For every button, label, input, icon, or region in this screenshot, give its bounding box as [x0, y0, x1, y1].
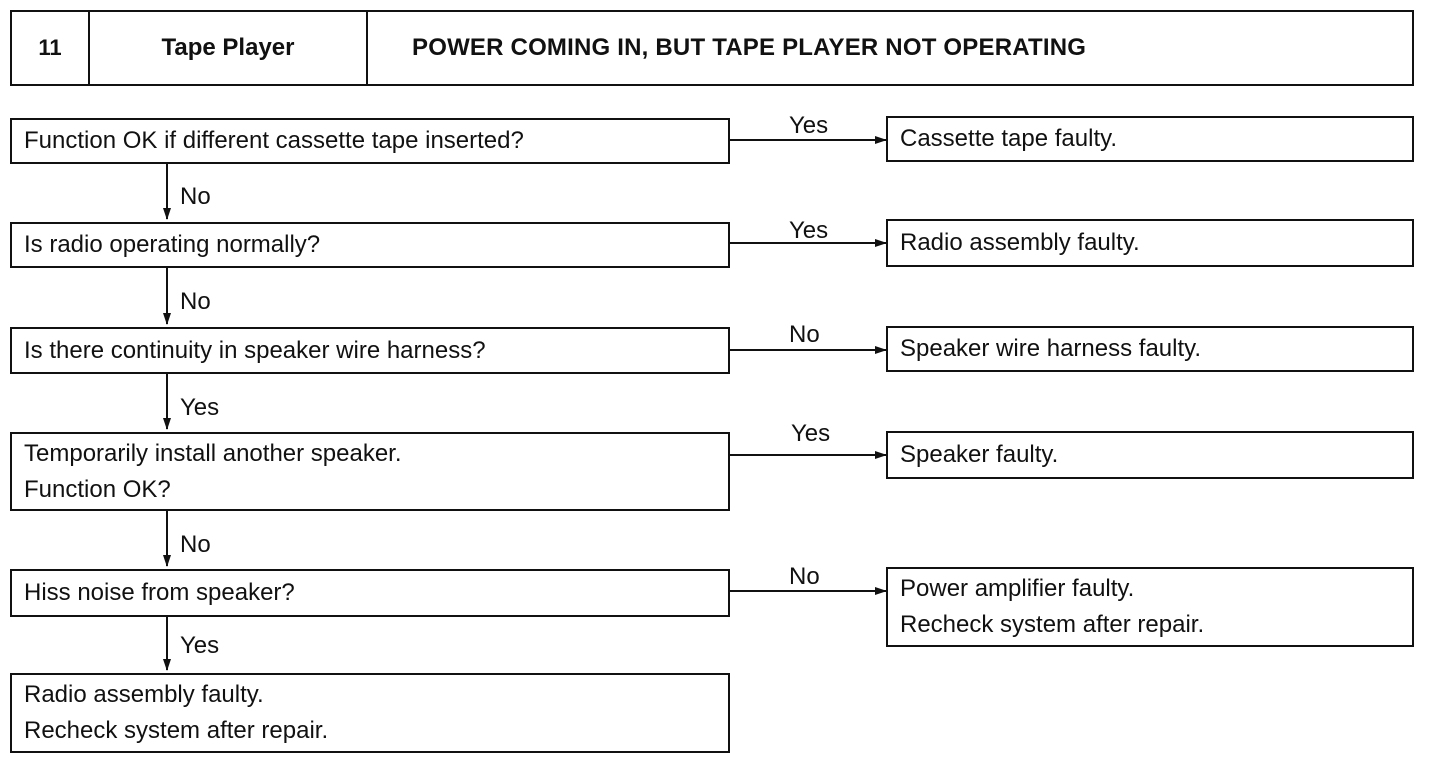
- down-label-3: Yes: [180, 394, 220, 421]
- result-box-4: Speaker faulty.: [886, 431, 1414, 479]
- result-line: Cassette tape faulty.: [900, 125, 1118, 152]
- branch-label-3: No: [789, 321, 820, 348]
- question-box-2: Is radio operating normally?: [10, 222, 730, 268]
- procedure-number: 11: [12, 12, 90, 84]
- question-line: Function OK?: [24, 475, 171, 503]
- branch-label-5: No: [789, 563, 820, 590]
- result-line: Recheck system after repair.: [900, 611, 1205, 638]
- question-box-3: Is there continuity in speaker wire harn…: [10, 327, 730, 374]
- result-line: Speaker wire harness faulty.: [900, 335, 1202, 362]
- down-label-2: No: [180, 288, 211, 315]
- result-box-5: Power amplifier faulty. Recheck system a…: [886, 567, 1414, 647]
- question-line: Function OK if different cassette tape i…: [24, 127, 524, 154]
- down-label-1: No: [180, 183, 211, 210]
- procedure-header: 11 Tape Player POWER COMING IN, BUT TAPE…: [10, 10, 1414, 86]
- question-line: Is there continuity in speaker wire harn…: [24, 336, 486, 364]
- result-box-2: Radio assembly faulty.: [886, 219, 1414, 267]
- question-box-4: Temporarily install another speaker. Fun…: [10, 432, 730, 511]
- final-result-line: Radio assembly faulty.: [24, 681, 264, 708]
- down-label-5: Yes: [180, 632, 220, 659]
- procedure-description: POWER COMING IN, BUT TAPE PLAYER NOT OPE…: [412, 34, 1087, 61]
- question-line: Hiss noise from speaker?: [24, 579, 295, 606]
- result-line: Radio assembly faulty.: [900, 229, 1140, 256]
- procedure-title: Tape Player: [90, 12, 368, 84]
- branch-label-2: Yes: [789, 217, 829, 244]
- branch-label-4: Yes: [791, 420, 831, 447]
- final-result-box: Radio assembly faulty. Recheck system af…: [10, 673, 730, 753]
- question-box-1: Function OK if different cassette tape i…: [10, 118, 730, 164]
- result-box-1: Cassette tape faulty.: [886, 116, 1414, 162]
- result-line: Speaker faulty.: [900, 441, 1059, 468]
- question-line: Is radio operating normally?: [24, 231, 321, 258]
- question-line: Temporarily install another speaker.: [24, 439, 402, 467]
- final-result-line: Recheck system after repair.: [24, 717, 329, 744]
- result-line: Power amplifier faulty.: [900, 575, 1135, 602]
- result-box-3: Speaker wire harness faulty.: [886, 326, 1414, 372]
- down-label-4: No: [180, 531, 211, 558]
- question-box-5: Hiss noise from speaker?: [10, 569, 730, 617]
- branch-label-1: Yes: [789, 112, 829, 139]
